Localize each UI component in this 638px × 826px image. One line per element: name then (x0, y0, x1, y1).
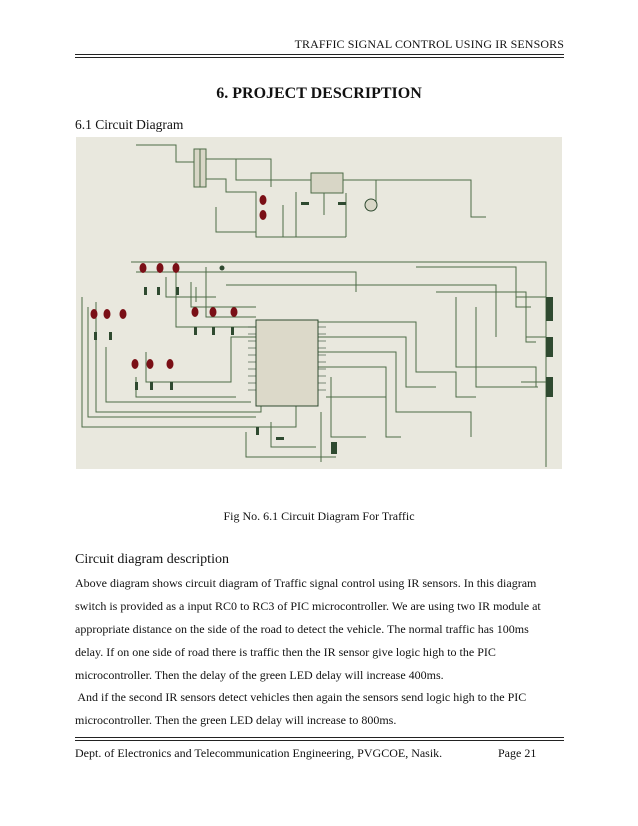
paragraph-line: And if the second IR sensors detect vehi… (75, 690, 527, 704)
paragraph-line: appropriate distance on the side of the … (75, 622, 529, 636)
description-heading: Circuit diagram description (75, 552, 229, 567)
paragraph-line: delay. If on one side of road there is t… (75, 645, 496, 659)
running-header: TRAFFIC SIGNAL CONTROL USING IR SENSORS (294, 37, 564, 51)
circuit-diagram-figure (76, 137, 562, 469)
paragraph-line: microcontroller. Then the delay of the g… (75, 668, 444, 682)
circuit-diagram (81, 144, 553, 467)
paragraph-line: microcontroller. Then the green LED dela… (75, 713, 397, 727)
header-divider (75, 54, 564, 58)
footer-department: Dept. of Electronics and Telecommunicati… (75, 746, 443, 760)
footer-page-number: Page 21 (498, 746, 537, 760)
footer-divider (75, 737, 564, 741)
figure-caption: Fig No. 6.1 Circuit Diagram For Traffic (223, 509, 415, 523)
page-title: 6. PROJECT DESCRIPTION (216, 85, 422, 102)
section-label: 6.1 Circuit Diagram (75, 117, 184, 132)
paragraph-line: switch is provided as a input RC0 to RC3… (75, 599, 541, 613)
paragraph-line: Above diagram shows circuit diagram of T… (75, 576, 537, 590)
